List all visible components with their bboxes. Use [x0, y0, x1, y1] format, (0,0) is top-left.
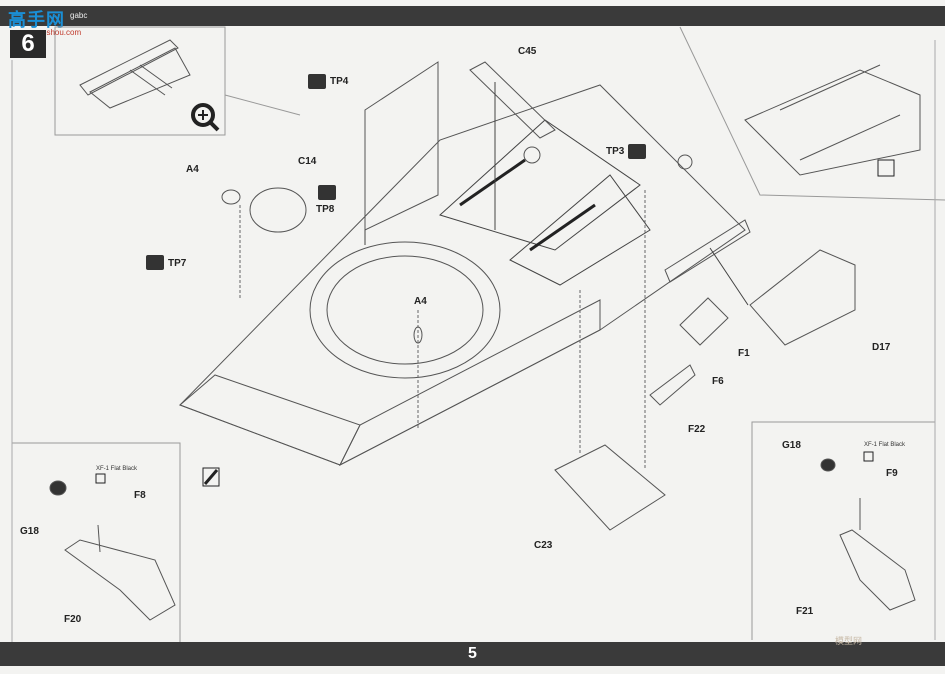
cement-icon — [202, 467, 220, 487]
top-bar — [0, 6, 945, 26]
zoom-inset-detail — [79, 39, 191, 109]
label-g18-right: G18 — [782, 440, 801, 451]
label-f1: F1 — [738, 348, 750, 359]
label-tp3: TP3 — [606, 146, 625, 157]
tape-icon-tp3 — [628, 144, 646, 159]
zoom-inset-frame — [54, 26, 226, 136]
tape-icon-tp8 — [318, 185, 336, 200]
label-f8: F8 — [134, 490, 146, 501]
paint-icon-left — [95, 473, 106, 484]
label-f6: F6 — [712, 376, 724, 387]
part-d17 — [749, 249, 856, 346]
left-bottom-inset-detail — [49, 480, 176, 621]
label-f21: F21 — [796, 606, 814, 617]
part-f22 — [649, 364, 696, 406]
step-number: 6 — [10, 30, 46, 58]
label-c45: C45 — [518, 46, 537, 57]
part-a4-top — [221, 189, 241, 205]
bottom-bar — [0, 642, 945, 666]
header-text: gabc — [70, 11, 88, 20]
label-d17: D17 — [872, 342, 891, 353]
right-bottom-inset-detail — [820, 458, 916, 611]
label-f9: F9 — [886, 468, 898, 479]
label-c14: C14 — [298, 156, 317, 167]
part-d17-slot — [664, 219, 751, 283]
site-logo: 高手网 — [8, 10, 65, 30]
hull-top-plate — [179, 84, 746, 467]
detail-arrow-icon — [877, 159, 895, 177]
label-tp7: TP7 — [168, 258, 187, 269]
right-bottom-inset-frame — [751, 421, 936, 640]
label-f20: F20 — [64, 614, 82, 625]
site-url: www.gaoshou.com — [14, 28, 82, 37]
right-top-inset-frame — [679, 26, 945, 201]
paint-note-left: XF-1 Flat Black — [96, 466, 138, 472]
label-tp8: TP8 — [316, 204, 335, 215]
watermark: 模型网 — [835, 636, 863, 646]
paint-note-right: XF-1 Flat Black — [864, 442, 906, 448]
label-a4-top: A4 — [186, 164, 199, 175]
label-c23: C23 — [534, 540, 553, 551]
page-number: 5 — [468, 645, 477, 662]
zoom-icon — [191, 103, 220, 132]
part-f1 — [679, 297, 729, 346]
part-c14 — [249, 187, 307, 233]
part-c23 — [554, 444, 666, 531]
label-tp4: TP4 — [330, 76, 349, 87]
part-tp4 — [364, 61, 439, 231]
tape-icon-tp7 — [146, 255, 164, 270]
label-f22: F22 — [688, 424, 706, 435]
left-bottom-inset-frame — [12, 442, 181, 642]
label-g18-left: G18 — [20, 526, 39, 537]
label-a4-mid: A4 — [414, 296, 427, 307]
paint-icon-right — [863, 451, 874, 462]
right-top-inset-detail — [744, 64, 921, 176]
part-c45 — [469, 61, 556, 139]
tape-icon-tp4 — [308, 74, 326, 89]
